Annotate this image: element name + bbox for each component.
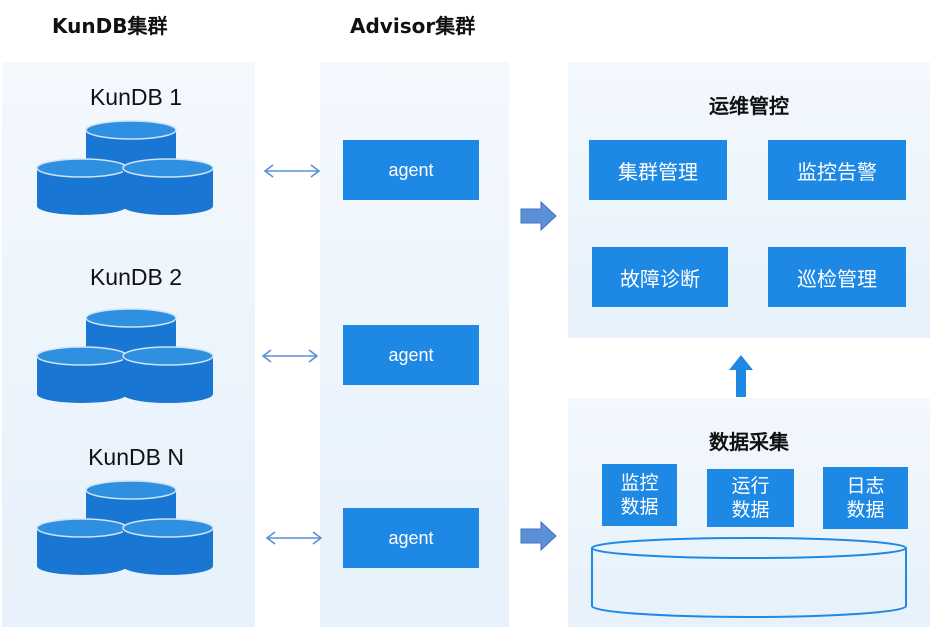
advisor-cluster-heading: Advisor集群 xyxy=(350,14,476,38)
cluster-management-box: 集群管理 xyxy=(589,140,727,200)
database-stack-icon xyxy=(36,480,214,575)
up-arrow-icon xyxy=(729,355,753,397)
runtime-data-box: 运行 数据 xyxy=(707,469,794,527)
monitoring-data-box: 监控 数据 xyxy=(602,464,677,526)
cylinder-left xyxy=(36,518,128,575)
data-box-line: 数据 xyxy=(620,496,659,518)
data-box-line: 日志 xyxy=(846,475,885,497)
storage-cylinder-icon xyxy=(591,537,907,618)
log-data-box: 日志 数据 xyxy=(823,467,908,529)
database-label-n: KunDB N xyxy=(88,444,184,470)
right-arrow-icon xyxy=(520,520,557,552)
fault-diagnosis-box: 故障诊断 xyxy=(592,247,728,307)
database-label-2: KunDB 2 xyxy=(89,264,183,290)
data-box-line: 数据 xyxy=(846,499,885,521)
double-arrow-icon xyxy=(265,531,323,545)
database-stack-icon xyxy=(36,120,214,215)
data-box-line: 监控 xyxy=(620,472,659,494)
cylinder-left xyxy=(36,158,128,215)
data-collection-title: 数据采集 xyxy=(709,430,789,454)
agent-box-2: agent xyxy=(343,325,479,385)
kundb-cluster-heading: KunDB集群 xyxy=(52,14,168,38)
data-box-line: 运行 xyxy=(731,475,770,497)
cylinder-right xyxy=(122,518,214,575)
data-box-line: 数据 xyxy=(731,499,770,521)
agent-box-3: agent xyxy=(343,508,479,568)
inspection-management-box: 巡检管理 xyxy=(768,247,906,307)
cylinder-right xyxy=(122,158,214,215)
database-stack-icon xyxy=(36,308,214,403)
double-arrow-icon xyxy=(261,349,319,363)
monitoring-alert-box: 监控告警 xyxy=(768,140,906,200)
agent-box-1: agent xyxy=(343,140,479,200)
cylinder-right xyxy=(122,346,214,403)
database-label-1: KunDB 1 xyxy=(89,84,183,110)
right-arrow-icon xyxy=(520,200,557,232)
double-arrow-icon xyxy=(263,164,321,178)
cylinder-left xyxy=(36,346,128,403)
ops-control-title: 运维管控 xyxy=(709,94,789,118)
